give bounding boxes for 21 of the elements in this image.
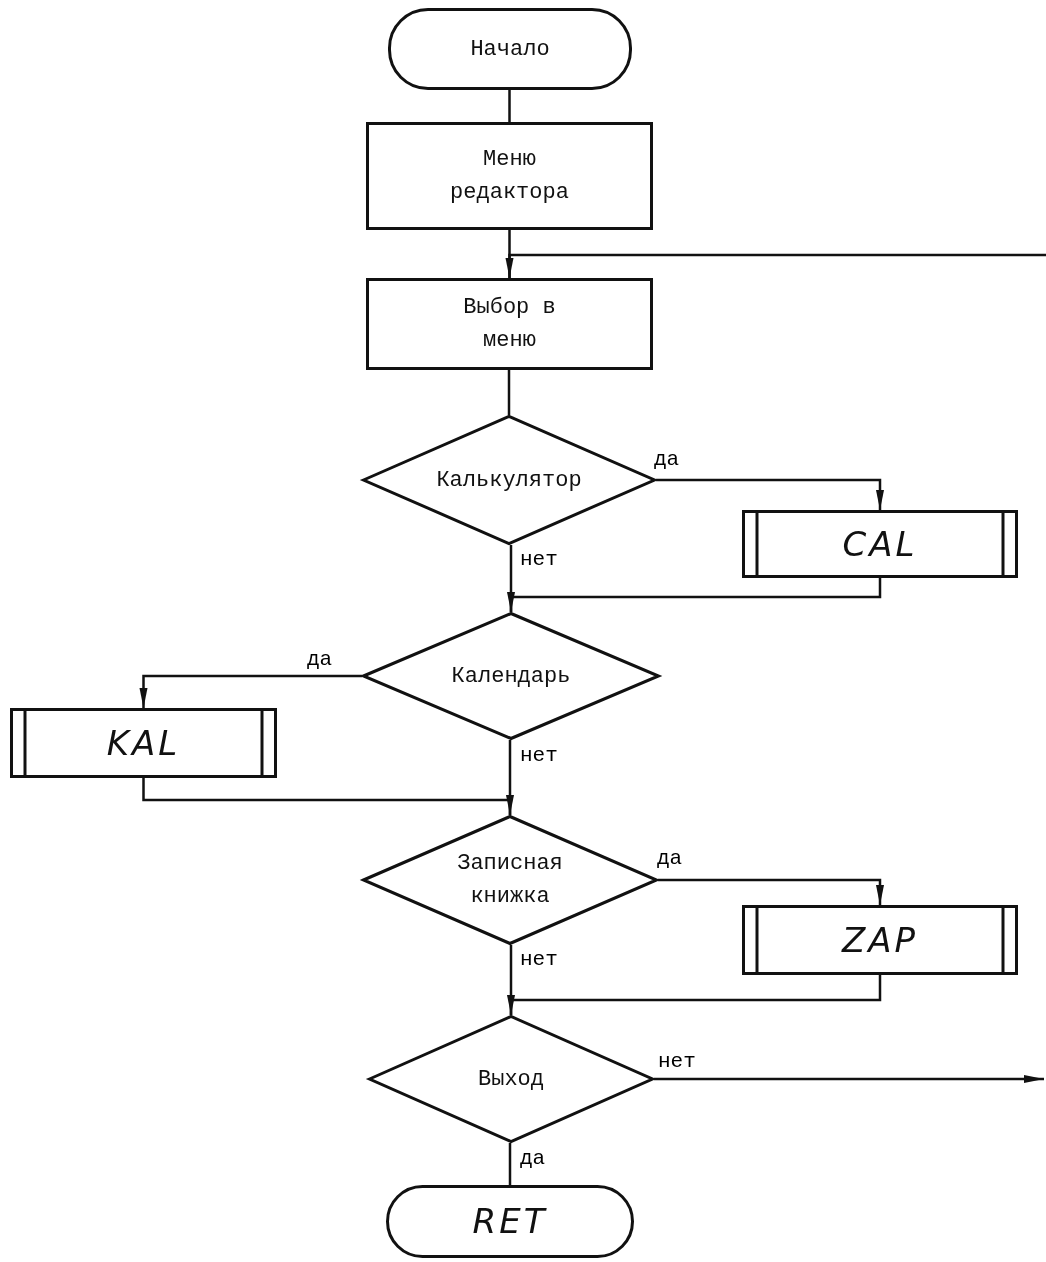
terminal-shape: RET (386, 1185, 634, 1258)
arrow (507, 975, 882, 1015)
arrow (507, 578, 882, 612)
connector-line (507, 370, 511, 415)
process-box: Меню редактора (366, 122, 653, 230)
decision-diamond: Записная книжка (362, 815, 658, 945)
arrow (656, 478, 884, 510)
subroutine-box: KAL (10, 708, 277, 778)
connector-line (508, 90, 511, 122)
arrow (505, 253, 1046, 278)
process-box: Выбор в меню (366, 278, 653, 370)
arrow (139, 674, 362, 708)
subroutine-box: ZAP (742, 905, 1018, 975)
decision-diamond: Календарь (362, 612, 660, 740)
decision-diamond: Выход (368, 1015, 654, 1143)
terminal-shape: Начало (388, 8, 632, 90)
arrow (658, 878, 884, 905)
arrow (654, 1075, 1044, 1083)
arrow (142, 778, 514, 815)
connector-line (508, 1143, 512, 1185)
subroutine-box: CAL (742, 510, 1018, 578)
